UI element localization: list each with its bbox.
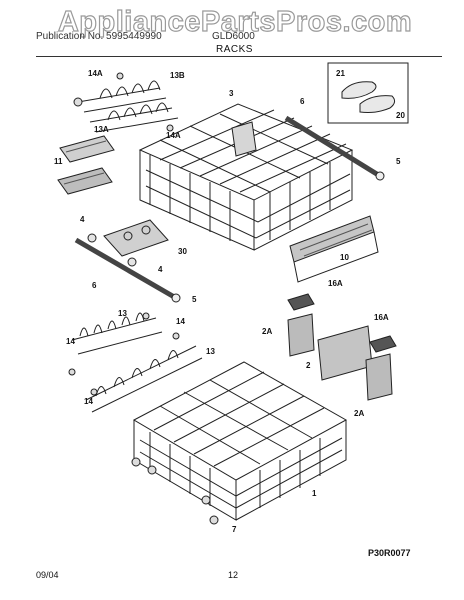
inset-box	[327, 62, 409, 124]
silverware-basket-upper	[289, 215, 379, 283]
callout-7: 7	[232, 525, 237, 534]
rail-stop-cap	[171, 293, 181, 303]
watermark: AppliancePartsPros.com	[57, 5, 413, 38]
rack-rail-upper	[284, 115, 382, 179]
callout-4-left: 4	[80, 215, 85, 224]
publication-date: 09/04	[36, 570, 59, 580]
model-number: GLD6000	[212, 31, 255, 42]
callout-13a: 13A	[94, 125, 109, 134]
callout-5-upper: 5	[396, 157, 401, 166]
callout-13-upper: 13	[118, 309, 127, 318]
callout-14a-lower: 14A	[166, 131, 181, 140]
silverware-basket-lower	[287, 293, 397, 401]
callout-14-bottom: 14	[84, 397, 93, 406]
callout-6-lower: 6	[92, 281, 97, 290]
section-title: RACKS	[216, 44, 253, 55]
upper-rack	[138, 103, 354, 251]
callout-5-lower: 5	[192, 295, 197, 304]
publication-number: Publication No. 5995449990	[36, 31, 162, 42]
callout-2: 2	[306, 361, 311, 370]
cup-shelf	[57, 135, 115, 195]
callout-30: 30	[178, 247, 187, 256]
page-number: 12	[228, 570, 239, 580]
callout-14-right: 14	[176, 317, 185, 326]
fold-down-tine-row-upper	[73, 72, 179, 133]
callout-3: 3	[229, 89, 234, 98]
header-rule	[36, 56, 442, 57]
callout-14-left: 14	[66, 337, 75, 346]
rack-rail-lower	[74, 237, 178, 301]
callout-1: 1	[312, 489, 317, 498]
lower-rack	[131, 361, 348, 525]
callout-2a-left: 2A	[262, 327, 272, 336]
callout-6-upper: 6	[300, 97, 305, 106]
callout-16a-left: 16A	[328, 279, 343, 288]
callout-labels: 14A 13B 13A 14A 3 6 21 20 11 5 4 30 4 10…	[54, 69, 405, 534]
callout-4-right: 4	[158, 265, 163, 274]
drawing-code: P30R0077	[368, 548, 411, 558]
callout-14a: 14A	[88, 69, 103, 78]
rack-bumper-part	[341, 81, 396, 113]
callout-11: 11	[54, 157, 63, 166]
fold-down-tine-row-lower	[68, 312, 203, 413]
callout-16a-right: 16A	[374, 313, 389, 322]
callout-2a-right: 2A	[354, 409, 364, 418]
callout-13b: 13B	[170, 71, 185, 80]
callout-13-lower: 13	[206, 347, 215, 356]
callout-10: 10	[340, 253, 349, 262]
rail-stop-cap	[375, 171, 385, 181]
callout-21: 21	[336, 69, 345, 78]
callout-20: 20	[396, 111, 405, 120]
rack-adjuster	[87, 219, 169, 267]
